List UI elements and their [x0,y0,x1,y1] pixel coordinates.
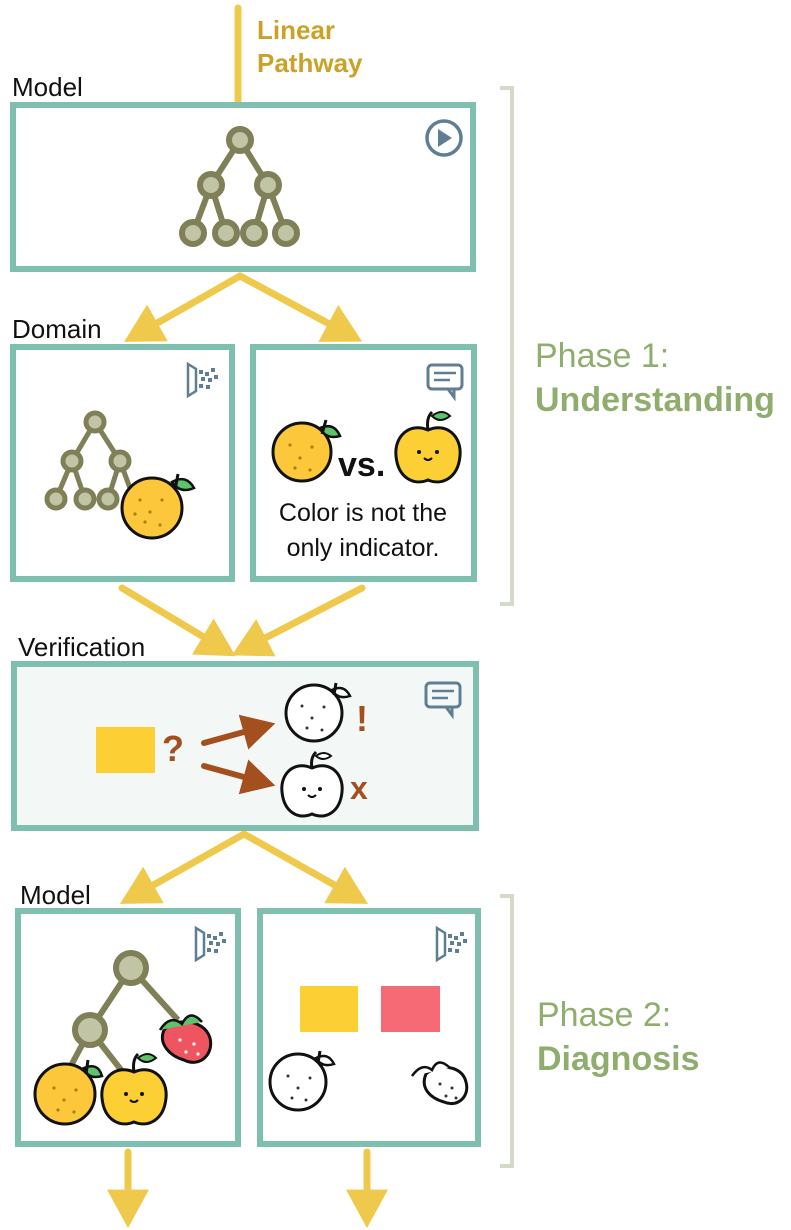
pixel-fade-icon [186,361,218,399]
label-domain: Domain [12,314,102,344]
pathway-title-line1: Linear [257,15,336,45]
orange-outline-icon [268,1050,336,1112]
chat-bubble-icon [424,681,462,720]
pixel-fade-icon [435,925,467,963]
tree-node [254,171,282,199]
phase2-line2: Diagnosis [537,1040,700,1079]
phase1-line2: Understanding [535,381,775,420]
arrow-domain-left-to-verification [118,584,236,657]
tree-node [240,219,268,247]
arrow-verification-to-model-left [119,830,248,904]
tree-node [226,126,254,154]
tree-node [108,449,132,473]
tree-diagram [179,126,300,247]
question-mark: ? [162,728,184,769]
label-model-bottom: Model [20,880,91,910]
apple-outline-icon [280,750,344,818]
swatch-yellow [96,727,155,773]
swatch-red [381,986,440,1032]
tree-node [113,950,149,986]
play-icon[interactable] [425,119,463,157]
phase2-line1: Phase 2: [537,996,672,1034]
tree-node [73,487,97,511]
vs-text: vs. [338,446,386,484]
verification-card [11,661,479,831]
phase2-bracket [500,894,514,1168]
phase1-bracket [500,86,514,606]
orange-outline-icon [284,682,352,743]
domain-caption-line2: only indicator. [286,533,440,562]
orange-icon [271,419,342,483]
tree-node [179,219,207,247]
apple-icon [394,410,462,484]
phase1-line1: Phase 1: [535,337,670,375]
arrow-to-orange [201,714,276,750]
label-verification: Verification [18,632,146,662]
domain-caption: Color is not the only indicator. [252,496,474,565]
tree-diagram-fruit [63,950,181,1077]
strawberry-icon [158,1014,213,1064]
tree-node [197,171,225,199]
pathway-title-line2: Pathway [257,47,363,78]
pixel-fade-icon [194,925,226,963]
tree-node [272,219,300,247]
arrow-model-to-domain-right [236,272,363,342]
reject-mark: x [350,770,368,806]
tree-node [44,487,68,511]
tree-node [72,1012,108,1048]
phase1-label: Phase 1: Understanding [535,334,775,422]
arrow-domain-right-to-verification [231,584,366,657]
arrow-verification-to-model-right [240,830,369,904]
strawberry-outline-icon [410,1061,469,1105]
pathway-title: Linear Pathway [257,14,363,79]
tree-node [212,219,240,247]
orange-icon [120,473,196,540]
tree-node [96,487,120,511]
swatch-yellow [300,986,358,1032]
apple-icon [100,1052,168,1126]
arrow-to-apple [201,759,276,795]
tree-diagram-small [44,410,137,511]
domain-caption-line1: Color is not the [278,499,448,527]
tree-node [83,410,107,434]
flow-arrows [107,4,388,1229]
orange-icon [33,1059,104,1126]
phase2-label: Phase 2: Diagnosis [537,993,699,1081]
label-model-top: Model [12,72,83,102]
tree-node [60,449,84,473]
chat-bubble-icon [426,363,464,402]
arrow-model-to-domain-left [124,272,244,342]
warning-mark: ! [356,698,368,739]
